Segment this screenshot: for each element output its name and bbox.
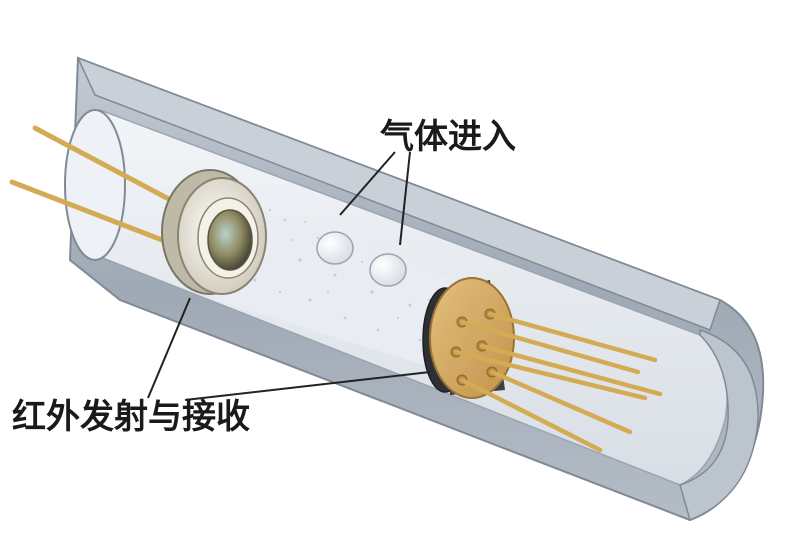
gas-inlet-label: 气体进入 [380,117,516,157]
gas-inlet-hole-2 [369,253,407,287]
tube-left-opening [64,109,126,261]
emitter-lead-wires [9,125,183,248]
ir-lens [207,209,253,271]
gas-inlet-hole-1 [316,231,354,265]
tube-top-edge [76,56,721,331]
detector-pins [453,311,663,453]
ir-emitter-receiver [161,169,267,295]
leader-lines [147,151,431,401]
detector-module [422,277,515,399]
ir-emit-receive-label: 红外发射与接收 [12,397,250,437]
tube-right-end-face [679,328,759,522]
pin-base-disc [429,277,515,399]
